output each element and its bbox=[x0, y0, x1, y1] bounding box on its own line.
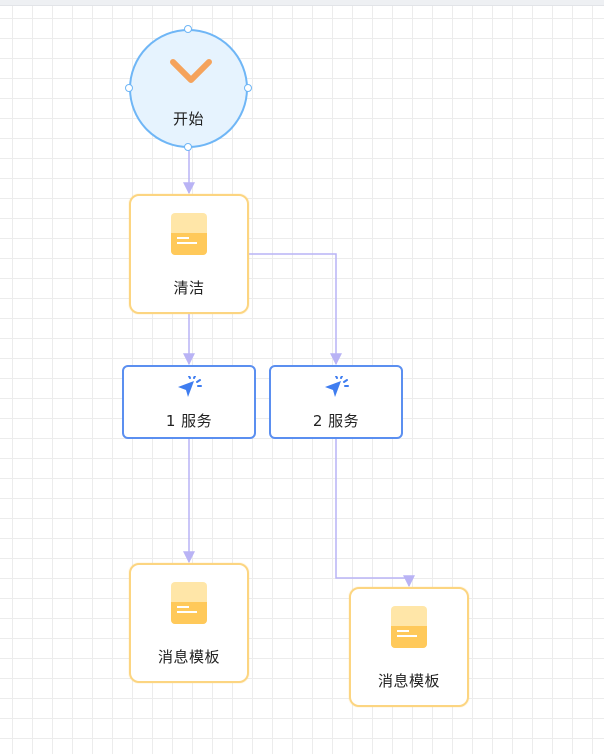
message-template-1-label: 消息模板 bbox=[157, 648, 220, 666]
service-2-node-label: 2 服务 bbox=[312, 412, 360, 430]
edge-service-2-to-message-2[interactable] bbox=[335, 439, 415, 588]
edge-clean-to-service-2[interactable] bbox=[249, 253, 342, 366]
document-icon bbox=[171, 582, 207, 624]
service-1-node-label: 1 服务 bbox=[165, 412, 213, 430]
document-icon bbox=[171, 213, 207, 255]
anchor-bottom[interactable] bbox=[184, 143, 192, 151]
document-icon bbox=[391, 606, 427, 648]
clean-node-label: 清洁 bbox=[173, 279, 205, 297]
click-cursor-icon bbox=[178, 376, 202, 397]
message-template-1-node[interactable]: 消息模板 bbox=[129, 563, 249, 683]
chevron-down-icon bbox=[170, 59, 212, 83]
anchor-right[interactable] bbox=[244, 84, 252, 92]
message-template-2-node[interactable]: 消息模板 bbox=[349, 587, 469, 707]
service-1-node[interactable]: 1 服务 bbox=[122, 365, 256, 439]
service-2-node[interactable]: 2 服务 bbox=[269, 365, 403, 439]
clean-node[interactable]: 清洁 bbox=[129, 194, 249, 314]
anchor-left[interactable] bbox=[125, 84, 133, 92]
message-template-2-label: 消息模板 bbox=[377, 672, 440, 690]
anchor-top[interactable] bbox=[184, 25, 192, 33]
canvas-top-border bbox=[0, 0, 604, 6]
start-node-label: 开始 bbox=[172, 110, 204, 128]
click-cursor-icon bbox=[325, 376, 349, 397]
start-node[interactable]: 开始 bbox=[125, 25, 252, 151]
